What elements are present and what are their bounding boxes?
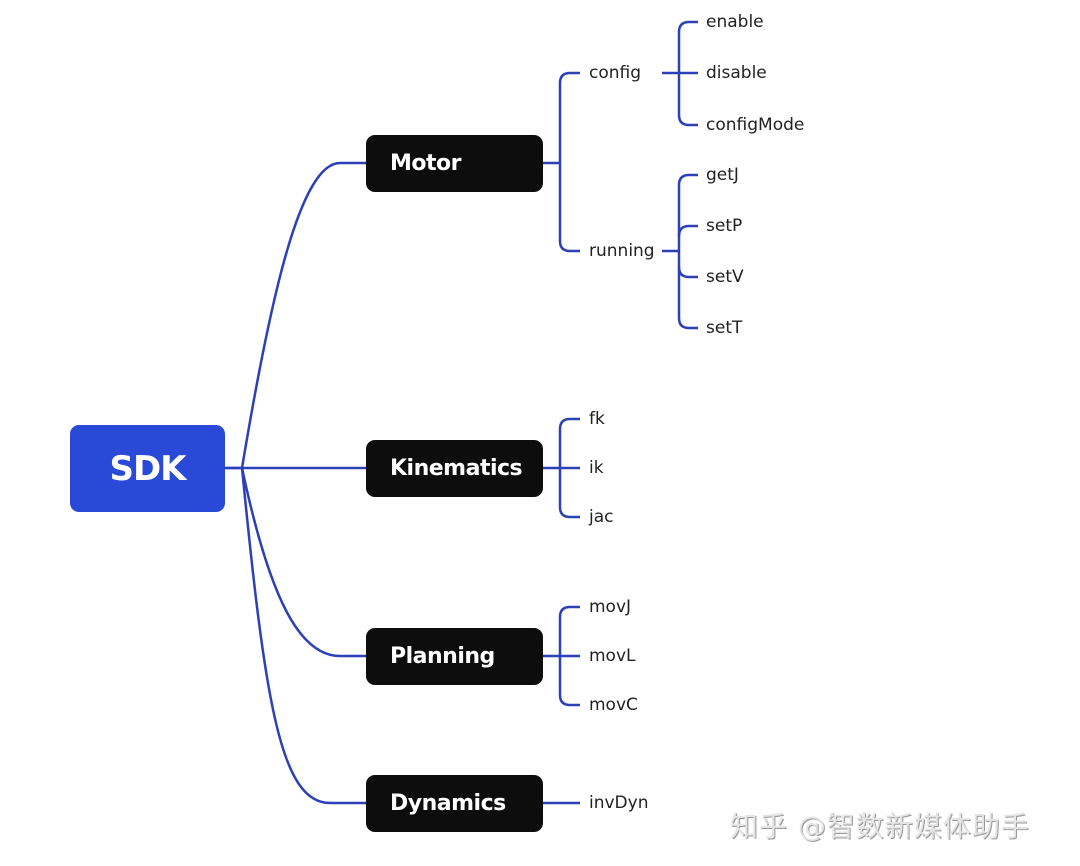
- link-running-setv: [677, 266, 698, 279]
- leaf-invdyn[interactable]: invDyn: [589, 793, 649, 813]
- leaf-configmode[interactable]: configMode: [706, 115, 805, 135]
- leaf-movl[interactable]: movL: [589, 646, 636, 666]
- leaf-sett[interactable]: setT: [706, 318, 743, 338]
- leaf-movc[interactable]: movC: [589, 695, 638, 715]
- link-root-motor: [225, 161, 366, 470]
- leaf-movj[interactable]: movJ: [589, 597, 632, 617]
- leaf-getj[interactable]: getJ: [706, 165, 739, 185]
- leaf-jac[interactable]: jac: [589, 507, 614, 527]
- leaf-disable[interactable]: disable: [706, 63, 767, 83]
- node-running[interactable]: running: [589, 241, 655, 261]
- link-plan-bracket: [558, 605, 580, 707]
- branch-node-dynamics[interactable]: Dynamics: [366, 775, 543, 832]
- link-root-dynamics: [240, 467, 366, 805]
- link-running-bracket: [677, 173, 698, 330]
- branch-node-kinematics[interactable]: Kinematics: [366, 440, 543, 497]
- branch-node-motor[interactable]: Motor: [366, 135, 543, 192]
- link-root-planning: [240, 467, 366, 658]
- branch-node-planning[interactable]: Planning: [366, 628, 543, 685]
- leaf-fk[interactable]: fk: [589, 409, 605, 429]
- leaf-setv[interactable]: setV: [706, 267, 744, 287]
- link-running-setp: [677, 224, 698, 237]
- leaf-setp[interactable]: setP: [706, 216, 743, 236]
- node-config[interactable]: config: [589, 63, 642, 83]
- leaf-enable[interactable]: enable: [706, 12, 764, 32]
- link-kin-bracket: [558, 417, 580, 519]
- watermark: 知乎 @智数新媒体助手: [730, 810, 1030, 843]
- link-motor-bracket: [558, 71, 580, 253]
- root-node-sdk[interactable]: SDK: [70, 425, 225, 512]
- leaf-ik[interactable]: ik: [589, 458, 604, 478]
- link-config-bracket: [677, 20, 698, 127]
